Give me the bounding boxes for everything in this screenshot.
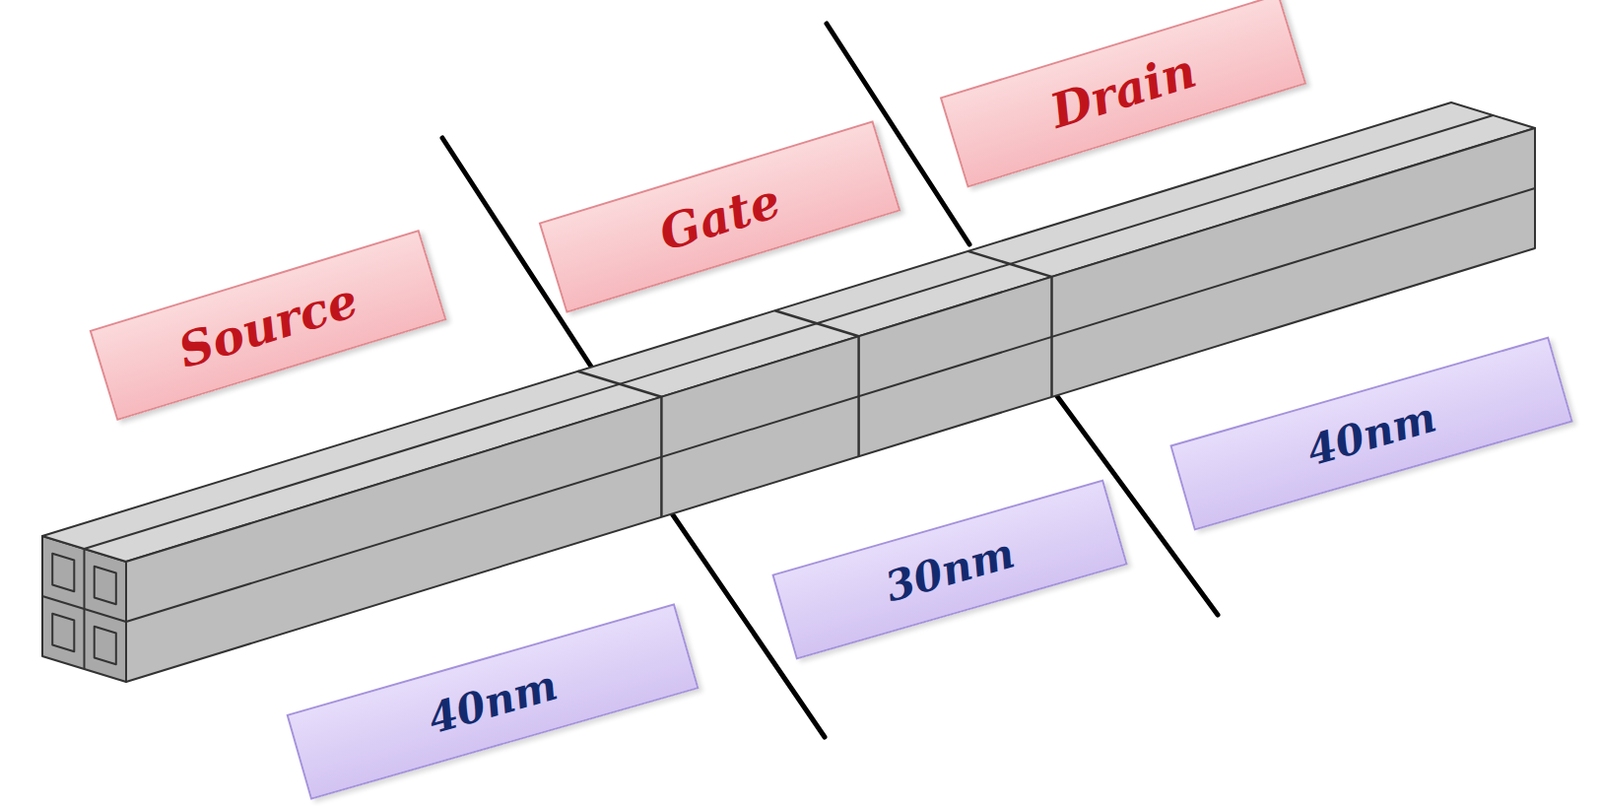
dimension-label-text: 40nm — [1301, 392, 1442, 475]
region-label: Source — [89, 229, 448, 421]
region-label-text: Source — [172, 271, 365, 379]
region-label-text: Gate — [652, 172, 787, 262]
end-inner-square — [94, 626, 117, 665]
dimension-label-text: 40nm — [422, 660, 563, 743]
region-label: Drain — [939, 0, 1307, 189]
dimension-label-text: 30nm — [879, 528, 1020, 611]
end-inner-square — [94, 566, 117, 604]
end-grid — [83, 548, 86, 669]
nanowire-bar — [42, 102, 1535, 682]
region-label-text: Drain — [1044, 42, 1203, 139]
segment-line — [577, 371, 662, 398]
dimension-label: 30nm — [771, 479, 1128, 661]
segment-line — [660, 397, 664, 518]
dimension-label: 40nm — [286, 602, 700, 800]
end-inner-square — [52, 613, 74, 652]
segment-line — [857, 335, 861, 457]
segment-line — [775, 310, 860, 336]
segment-line — [968, 251, 1053, 277]
dimension-label: 40nm — [1169, 336, 1573, 532]
region-label: Gate — [537, 120, 901, 314]
segment-line — [1050, 276, 1054, 398]
end-inner-square — [52, 553, 74, 592]
